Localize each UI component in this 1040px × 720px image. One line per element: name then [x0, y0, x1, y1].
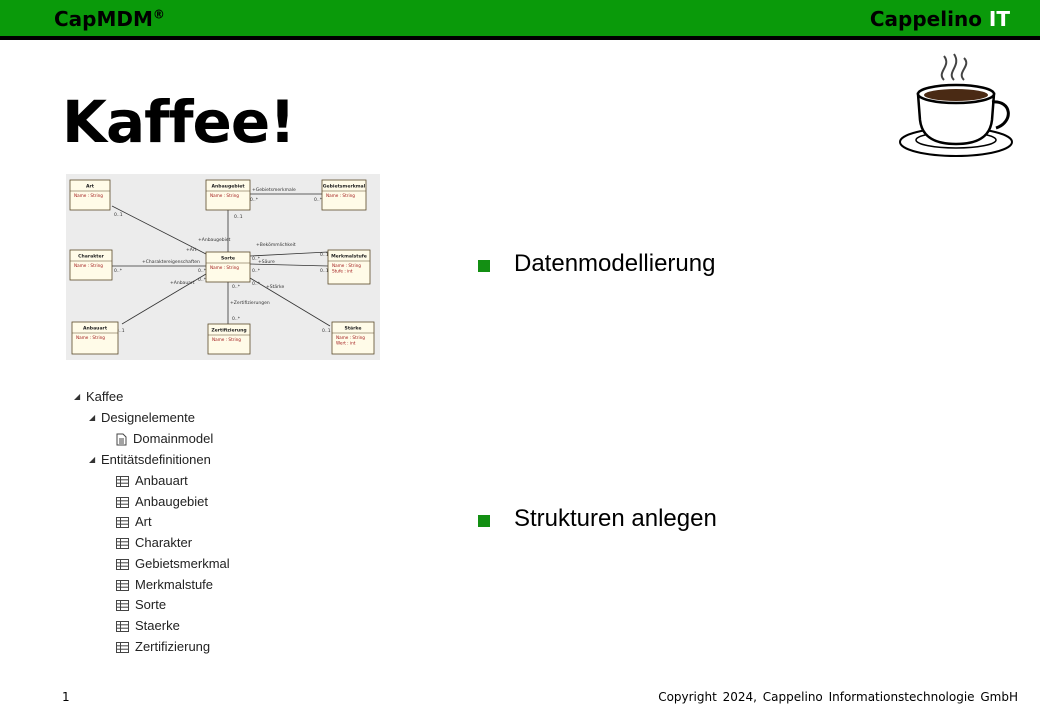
uml-class-name: Stärke — [345, 326, 362, 332]
page-number: 1 — [62, 690, 70, 704]
tree-item-entity[interactable]: Sorte — [116, 596, 166, 614]
slide-title: Kaffee! — [62, 88, 296, 156]
tree-item-entity[interactable]: Staerke — [116, 617, 180, 635]
tree-item-kaffee[interactable]: ◢Kaffee — [74, 389, 124, 404]
uml-label: +Zertifizierungen — [230, 300, 270, 306]
uml-label: +Anbauart — [170, 280, 195, 286]
tree-item-domainmodel[interactable]: Domainmodel — [116, 430, 213, 448]
uml-mult: 0..* — [232, 316, 241, 322]
uml-class-attribute: Name : String — [332, 263, 361, 268]
table-icon — [116, 517, 129, 529]
uml-class-attribute: Name : String — [212, 337, 241, 342]
uml-mult: 0..* — [198, 268, 207, 274]
uml-mult: 0..* — [252, 268, 261, 274]
expand-arrow-icon[interactable]: ◢ — [89, 455, 96, 464]
expand-arrow-icon[interactable]: ◢ — [89, 413, 96, 422]
expand-arrow-icon[interactable]: ◢ — [74, 392, 81, 401]
uml-class-name: Art — [86, 184, 95, 190]
tree-item-designelemente[interactable]: ◢Designelemente — [89, 410, 195, 425]
bullet-square-icon — [478, 515, 490, 527]
uml-class-name: Charakter — [78, 254, 104, 260]
uml-mult: 0..* — [252, 281, 261, 287]
tree-item-entity[interactable]: Art — [116, 513, 152, 531]
uml-class-attribute: Name : String — [76, 335, 105, 340]
uml-class-attribute: Wert : int — [336, 341, 356, 346]
uml-mult: 0..1 — [322, 328, 331, 334]
table-icon — [116, 641, 129, 653]
copyright-text: Copyright 2024, Cappelino Informationste… — [658, 690, 1018, 704]
uml-class-attribute: Name : String — [326, 193, 355, 198]
uml-mult: 0..* — [114, 268, 123, 274]
tree-item-entity[interactable]: Gebietsmerkmal — [116, 555, 230, 573]
uml-label: +Säure — [258, 259, 275, 265]
uml-class-name: Anbauart — [83, 326, 108, 332]
uml-label: +Art — [186, 247, 197, 253]
uml-class-attribute: Name : String — [336, 335, 365, 340]
uml-mult: 0..* — [198, 277, 207, 283]
uml-mult: 0..1 — [320, 268, 329, 274]
table-icon — [116, 600, 129, 612]
document-icon — [116, 433, 127, 446]
uml-mult: 0..1 — [116, 328, 125, 334]
tree-item-entitaetsdefinitionen[interactable]: ◢Entitätsdefinitionen — [89, 452, 211, 467]
uml-label: +Charaktereigenschaften — [142, 259, 200, 265]
uml-label: +Anbaugebiet — [198, 237, 231, 243]
table-icon — [116, 620, 129, 632]
uml-class-attribute: Name : String — [210, 265, 239, 270]
uml-mult: 0..* — [252, 256, 261, 262]
uml-label: +Gebietsmerkmale — [252, 187, 296, 193]
uml-mult: 0..1 — [114, 212, 123, 218]
uml-mult: 0..* — [250, 197, 259, 203]
uml-class-attribute: Name : String — [210, 193, 239, 198]
capmdm-logo: CapMDM® — [54, 7, 165, 31]
uml-class-name: Zertifizierung — [211, 328, 246, 334]
table-icon — [116, 538, 129, 550]
uml-class-attribute: Name : String — [74, 193, 103, 198]
uml-mult: 0..* — [314, 197, 323, 203]
cappelino-it-logo: Cappelino IT — [869, 7, 1010, 31]
tree-item-entity[interactable]: Charakter — [116, 534, 192, 552]
table-icon — [116, 476, 129, 488]
coffee-cup-icon — [899, 53, 1013, 157]
uml-domain-diagram: +Gebietsmerkmale +Anbaugebiet +Art +Bekö… — [66, 174, 380, 360]
uml-mult: 0..1 — [320, 252, 329, 258]
table-icon — [116, 579, 129, 591]
uml-class-name: Merkmalstufe — [331, 254, 367, 260]
uml-class-name: Gebietsmerkmal — [323, 184, 366, 190]
uml-class-name: Sorte — [221, 256, 235, 262]
uml-class-name: Anbaugebiet — [211, 184, 245, 190]
uml-label: +Bekömmlichkeit — [256, 242, 296, 248]
bullet-square-icon — [478, 260, 490, 272]
uml-class-attribute: Name : String — [74, 263, 103, 268]
table-icon — [116, 496, 129, 508]
uml-mult: 0..* — [232, 284, 241, 290]
table-icon — [116, 558, 129, 570]
uml-class-attribute: Stufe : int — [332, 269, 353, 274]
tree-item-entity[interactable]: Merkmalstufe — [116, 576, 213, 594]
header-bar: CapMDM® Cappelino IT — [0, 0, 1040, 40]
tree-item-entity[interactable]: Zertifizierung — [116, 638, 210, 656]
tree-item-entity[interactable]: Anbaugebiet — [116, 493, 208, 511]
tree-item-entity[interactable]: Anbauart — [116, 472, 188, 490]
uml-mult: 0..1 — [234, 214, 243, 220]
uml-label: +Stärke — [266, 284, 284, 290]
